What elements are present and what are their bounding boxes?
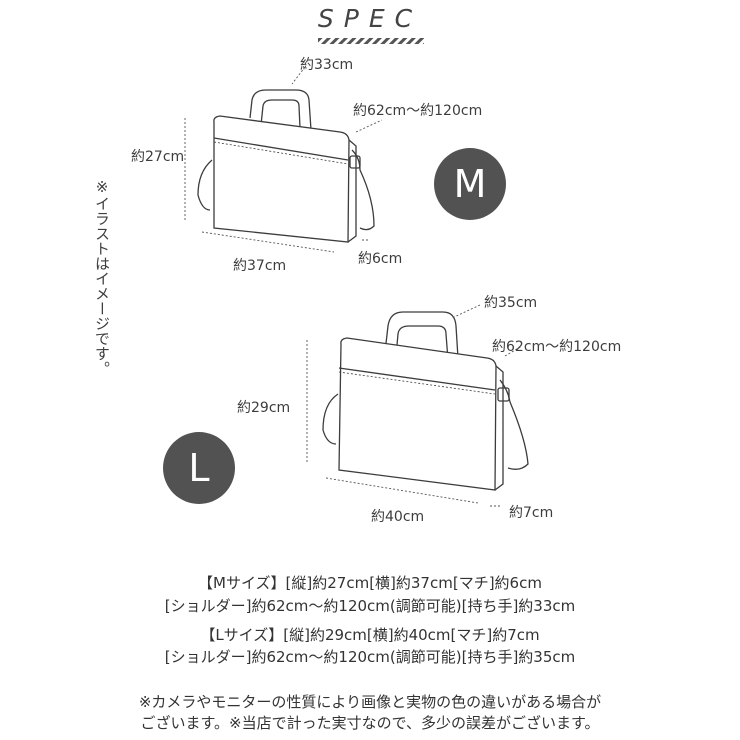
bag-m-shoulder-label: 約62cm〜約120cm xyxy=(353,103,483,119)
footnote-line2: ございます。※当店で計った実寸なので、多少の誤差がございます。 xyxy=(140,714,600,732)
spec-l-line1: 【Lサイズ】[縦]約29cm[横]約40cm[マチ]約7cm xyxy=(200,626,540,644)
spec-l-line2: [ショルダー]約62cm〜約120cm(調節可能)[持ち手]約35cm xyxy=(164,648,576,666)
title-underline xyxy=(318,38,424,44)
bag-l-width-label: 約40cm xyxy=(371,509,425,525)
bag-m-illustration xyxy=(197,89,375,243)
bag-l-handle-label: 約35cm xyxy=(484,295,538,311)
size-m-badge: M xyxy=(434,148,506,220)
size-l-badge: L xyxy=(163,432,235,504)
bag-m-height-label: 約27cm xyxy=(131,149,185,165)
bag-m-depth-label: 約6cm xyxy=(358,251,403,267)
footnote-line1: ※カメラやモニターの性質により画像と実物の色の違いがある場合が xyxy=(138,693,602,711)
illustration-note: ※イラストはイメージです。 xyxy=(93,178,111,376)
spec-title: SPEC xyxy=(317,4,423,33)
bag-l-depth-label: 約7cm xyxy=(509,505,554,521)
bag-m-handle-label: 約33cm xyxy=(300,57,354,73)
bag-l-dimensions xyxy=(306,304,523,507)
spec-m-line2: [ショルダー]約62cm〜約120cm(調節可能)[持ち手]約33cm xyxy=(164,597,576,615)
spec-m-line1: 【Mサイズ】[縦]約27cm[横]約37cm[マチ]約6cm xyxy=(198,574,542,592)
bag-m-width-label: 約37cm xyxy=(233,258,287,274)
bag-l-shoulder-label: 約62cm〜約120cm xyxy=(492,339,622,355)
bag-l-illustration xyxy=(322,311,529,491)
bag-m-dimensions xyxy=(184,66,383,253)
bag-l-height-label: 約29cm xyxy=(237,400,291,416)
